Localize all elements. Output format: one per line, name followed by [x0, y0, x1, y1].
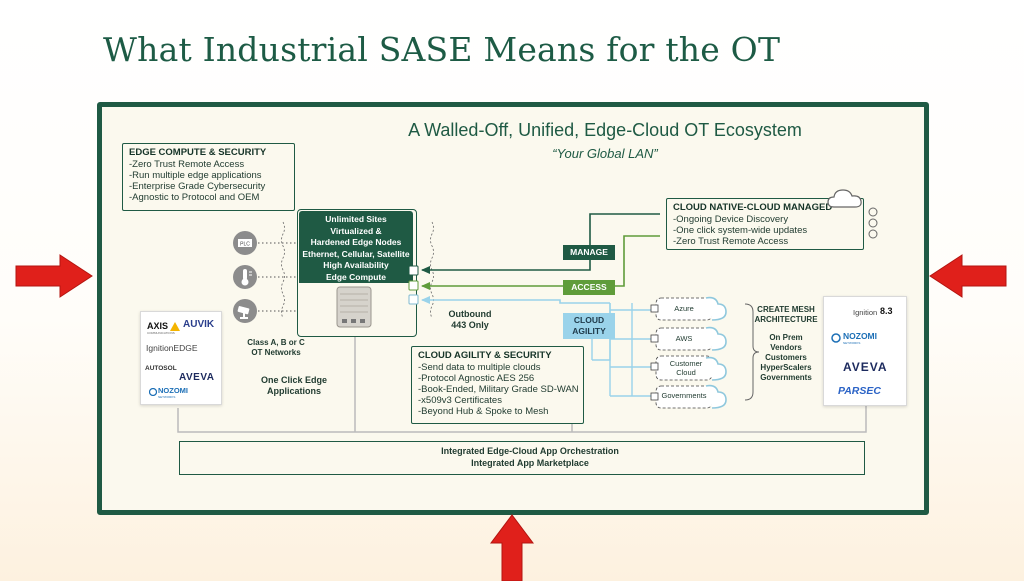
cloud-label-aws: AWS: [675, 334, 693, 343]
plc-icon-label: PLC: [240, 242, 250, 248]
thermometer-icon: [233, 265, 257, 289]
edge-node-header: [299, 211, 413, 283]
outbound-label: Outbound 443 Only: [440, 309, 500, 331]
camera-icon: [233, 299, 257, 323]
logo-aveva: AVEVA: [843, 360, 888, 374]
cloud-agility-box: CLOUD AGILITY & SECURITY -Send data to m…: [411, 346, 584, 424]
edge-security-box: EDGE COMPUTE & SECURITY -Zero Trust Remo…: [122, 143, 295, 211]
left-logos-box: [140, 311, 222, 405]
mesh-item: Governments: [760, 373, 812, 382]
app-orchestration-line: Integrated App Marketplace: [471, 457, 589, 468]
plc-icon: PLC: [233, 231, 257, 255]
cloud-agility-line: -Book-Ended, Military Grade SD-WAN: [418, 384, 579, 395]
mesh-heading-line: ARCHITECTURE: [754, 315, 818, 324]
nozomi-icon: [149, 388, 157, 396]
cloud-agility-heading: CLOUD AGILITY & SECURITY: [418, 350, 552, 361]
mesh-item: On Prem: [769, 333, 803, 342]
edge-security-line: -Agnostic to Protocol and OEM: [129, 192, 260, 203]
axis-triangle-icon: [170, 322, 180, 331]
logo-parsec: PARSEC: [838, 385, 881, 397]
one-click-label: One Click Edge Applications: [254, 375, 334, 397]
logo-nozomi: NOZOMI: [158, 386, 188, 395]
access-tag: ACCESS: [563, 280, 615, 295]
edge-node-text: Unlimited Sites Virtualized & Hardened E…: [299, 214, 413, 283]
cloud-customer: [655, 355, 727, 381]
logo-autosol: AUTOSOL: [145, 365, 177, 372]
edge-device-image: [336, 286, 372, 328]
lock-icons: [408, 265, 419, 305]
cloud-destinations: [650, 296, 727, 409]
edge-security-line: -Enterprise Grade Cybersecurity: [129, 181, 266, 192]
logo-nozomi: NOZOMI: [843, 331, 877, 341]
logo-axis-sub: COMMUNICATIONS: [147, 331, 175, 335]
logo-nozomi-sub: NETWORKS: [158, 395, 176, 399]
cloud-agility-tag: CLOUD AGILITY: [563, 313, 615, 339]
mesh-heading: CREATE MESH ARCHITECTURE: [748, 305, 824, 325]
cloud-agility-line: AGILITY: [572, 326, 606, 336]
cloud-aws: [655, 326, 727, 351]
logo-aveva: AVEVA: [179, 372, 215, 383]
outbound-line: Outbound: [448, 309, 492, 319]
mesh-item: Customers: [765, 353, 807, 362]
cloud-managed-line: -Ongoing Device Discovery: [673, 214, 789, 225]
mesh-heading-line: CREATE MESH: [757, 305, 815, 314]
outbound-line: 443 Only: [451, 320, 489, 330]
cloud-governments: [655, 384, 727, 409]
cloud-managed-line: -One click system-wide updates: [673, 225, 808, 236]
logo-ignition: Ignition: [853, 308, 878, 317]
edge-node-line: Virtualized &: [330, 225, 382, 236]
cloud-managed-heading: CLOUD NATIVE-CLOUD MANAGED: [673, 202, 833, 213]
right-logos-box: [823, 296, 907, 406]
mesh-item: HyperScalers: [760, 363, 812, 372]
logo-ignition-version: 8.3: [880, 306, 893, 316]
device-label-line: OT Networks: [251, 348, 301, 357]
logo-ignition-edge: IgnitionEDGE: [146, 343, 198, 353]
app-orchestration-text: Integrated Edge-Cloud App Orchestration …: [422, 446, 638, 469]
edge-node-line: Hardened Edge Nodes: [310, 237, 402, 247]
one-click-line: Applications: [266, 386, 321, 396]
edge-security-heading: EDGE COMPUTE & SECURITY: [129, 147, 267, 158]
logo-auvik: AUVIK: [183, 319, 215, 330]
user-icons: [868, 207, 878, 239]
app-orchestration-bar: [179, 441, 865, 475]
bottom-red-arrow: [490, 514, 534, 581]
mesh-item: Vendors: [770, 343, 802, 352]
cloud-agility-line: -Send data to multiple clouds: [418, 362, 541, 373]
logo-axis: AXIS: [147, 321, 169, 331]
nozomi-icon: [831, 333, 841, 343]
app-orchestration-line: Integrated Edge-Cloud App Orchestration: [441, 446, 619, 456]
diagram-subtitle: “Your Global LAN”: [552, 146, 658, 161]
left-red-arrow: [15, 254, 93, 298]
cloud-label-governments: Governments: [661, 391, 707, 400]
cloud-azure: [655, 296, 727, 321]
cloud-managed-line: -Zero Trust Remote Access: [673, 236, 789, 247]
mesh-list: On Prem Vendors Customers HyperScalers G…: [748, 333, 824, 383]
manage-tag: MANAGE: [563, 245, 615, 260]
one-click-line: One Click Edge: [260, 375, 328, 385]
right-red-arrow: [929, 254, 1007, 298]
edge-node-line: High Availability: [323, 260, 389, 270]
cloud-label-customer: Customer Cloud: [669, 359, 703, 377]
cloud-icon: [827, 189, 862, 208]
cloud-agility-line: CLOUD: [573, 315, 605, 325]
logo-nozomi-sub: NETWORKS: [843, 341, 861, 345]
device-label-line: Class A, B or C: [247, 338, 305, 347]
edge-security-line: -Run multiple edge applications: [129, 170, 262, 181]
edge-node-line: Unlimited Sites: [325, 214, 387, 224]
cloud-agility-line: -Beyond Hub & Spoke to Mesh: [418, 406, 549, 417]
diagram-title: A Walled-Off, Unified, Edge-Cloud OT Eco…: [408, 120, 802, 140]
edge-security-line: -Zero Trust Remote Access: [129, 159, 245, 170]
cloud-agility-line: -x509v3 Certificates: [418, 395, 502, 406]
edge-node-line: Ethernet, Cellular, Satellite: [302, 248, 410, 259]
slide-title: What Industrial SASE Means for the OT: [103, 30, 781, 69]
cloud-agility-line: -Protocol Agnostic AES 256: [418, 373, 535, 384]
edge-node-line: Edge Compute: [326, 271, 386, 282]
device-label: Class A, B or C OT Networks: [244, 338, 308, 358]
cloud-label-azure: Azure: [674, 304, 694, 313]
